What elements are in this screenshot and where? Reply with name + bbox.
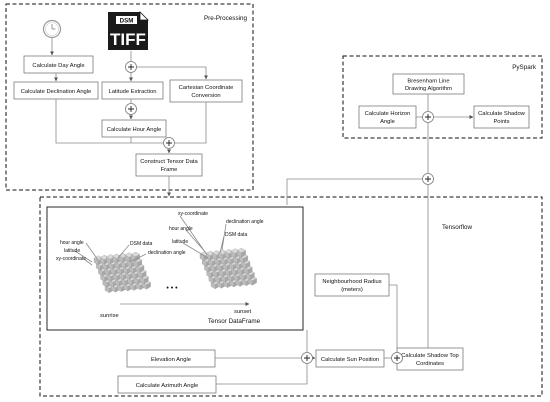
svg-text:Calculate Day Angle: Calculate Day Angle <box>32 63 84 69</box>
neighbourhood-radius-node: Neighbourhood Radius (meters) <box>314 273 390 297</box>
tensor-grid-sunrise <box>93 251 151 294</box>
elevation-angle-node: Elevation Angle <box>126 349 216 368</box>
gateway-sun-position <box>301 352 313 364</box>
gateway-hour-angle <box>125 103 137 115</box>
svg-text:Neighbourhood Radius: Neighbourhood Radius <box>322 279 381 285</box>
preprocessing-panel-title: Pre-Processing <box>204 15 248 22</box>
left-dsm-label: DSM data <box>130 241 152 247</box>
tensor-cube <box>236 247 246 253</box>
left-hour-angle-label: hour angle <box>60 240 84 246</box>
svg-text:Elevation Angle: Elevation Angle <box>151 357 191 363</box>
tensorflow-panel <box>39 196 543 397</box>
clock-icon <box>42 19 62 39</box>
svg-text:Calculate Azimuth Angle: Calculate Azimuth Angle <box>136 383 199 389</box>
sunset-label: sunset <box>234 309 251 315</box>
file-type-label: TIFF <box>110 30 146 49</box>
right-latitude-label: latitude <box>172 239 188 245</box>
construct-tensor-node: Construct Tensor Data Frame <box>135 153 203 177</box>
svg-text:Angle: Angle <box>380 119 395 125</box>
left-declination-label: declination angle <box>148 250 186 256</box>
svg-text:(meters): (meters) <box>341 287 363 293</box>
tensor-grid-sunset <box>199 247 257 290</box>
svg-text:Bresenham Line: Bresenham Line <box>407 79 449 85</box>
pyspark-panel-title: PySpark <box>512 64 537 71</box>
preprocessing-panel <box>5 3 254 191</box>
right-xy-coordinate-label: xy-coordinate <box>178 211 208 217</box>
svg-text:Calculate Horizon: Calculate Horizon <box>365 111 411 117</box>
svg-text:Construct Tensor Data: Construct Tensor Data <box>140 159 198 165</box>
tiff-file-icon: DSM TIFF <box>108 11 149 50</box>
svg-text:Calculate Sun Position: Calculate Sun Position <box>321 357 379 363</box>
pyspark-panel <box>342 55 543 139</box>
right-declination-label: declination angle <box>226 219 264 225</box>
calculate-day-angle-node: Calculate Day Angle <box>23 55 94 74</box>
tensor-cube <box>130 251 140 257</box>
shadow-points-node: Calculate Shadow Points <box>473 105 530 129</box>
svg-text:Calculate Shadow: Calculate Shadow <box>478 111 526 117</box>
tensorflow-panel-title: Tensorflow <box>442 224 473 231</box>
latitude-extraction-node: Latitude Extraction <box>101 81 164 100</box>
cartesian-conversion-node: Cartesian Coordinate Conversion <box>169 79 243 103</box>
svg-text:Latitude Extraction: Latitude Extraction <box>108 89 156 95</box>
gateway-construct-tensor <box>163 137 175 149</box>
azimuth-angle-node: Calculate Azimuth Angle <box>117 375 217 394</box>
svg-text:Points: Points <box>493 119 509 125</box>
svg-text:Frame: Frame <box>161 167 178 173</box>
svg-text:Calculate Hour Angle: Calculate Hour Angle <box>107 127 161 133</box>
sun-position-node: Calculate Sun Position <box>315 349 385 368</box>
svg-text:Conversion: Conversion <box>191 93 220 99</box>
svg-text:Cartesian Coordinate: Cartesian Coordinate <box>179 85 234 91</box>
ellipsis-label: • • • <box>166 285 178 292</box>
tensor-dataframe-title: Tensor DataFrame <box>208 318 261 325</box>
sunrise-label: sunrise <box>100 313 119 319</box>
left-xy-coordinate-label: xy-coordinate <box>56 256 86 262</box>
svg-text:Cordinates: Cordinates <box>416 361 444 367</box>
bresenham-node: Bresenham Line Drawing Algorithm <box>392 73 465 95</box>
horizon-angle-node: Calculate Horizon Angle <box>358 105 417 129</box>
gateway-latitude-cartesian <box>125 61 137 73</box>
calculate-declination-angle-node: Calculate Declination Angle <box>13 81 99 100</box>
shadow-top-node: Calculate Shadow Top Cordinates <box>396 347 464 371</box>
gateway-shadow-top <box>391 352 403 364</box>
calculate-hour-angle-node: Calculate Hour Angle <box>101 119 167 138</box>
svg-text:Calculate Shadow Top: Calculate Shadow Top <box>401 353 459 359</box>
gateway-tensorflow-merge <box>422 173 434 185</box>
right-dsm-label: DSM data <box>225 232 247 238</box>
tensor-dataframe-panel <box>46 206 304 331</box>
right-hour-angle-label: hour angle <box>169 226 193 232</box>
svg-text:Calculate Declination Angle: Calculate Declination Angle <box>21 89 92 95</box>
left-latitude-label: latitude <box>64 248 80 254</box>
file-badge-label: DSM <box>120 17 134 24</box>
svg-text:Drawing Algorithm: Drawing Algorithm <box>405 86 452 92</box>
gateway-pyspark <box>422 111 434 123</box>
